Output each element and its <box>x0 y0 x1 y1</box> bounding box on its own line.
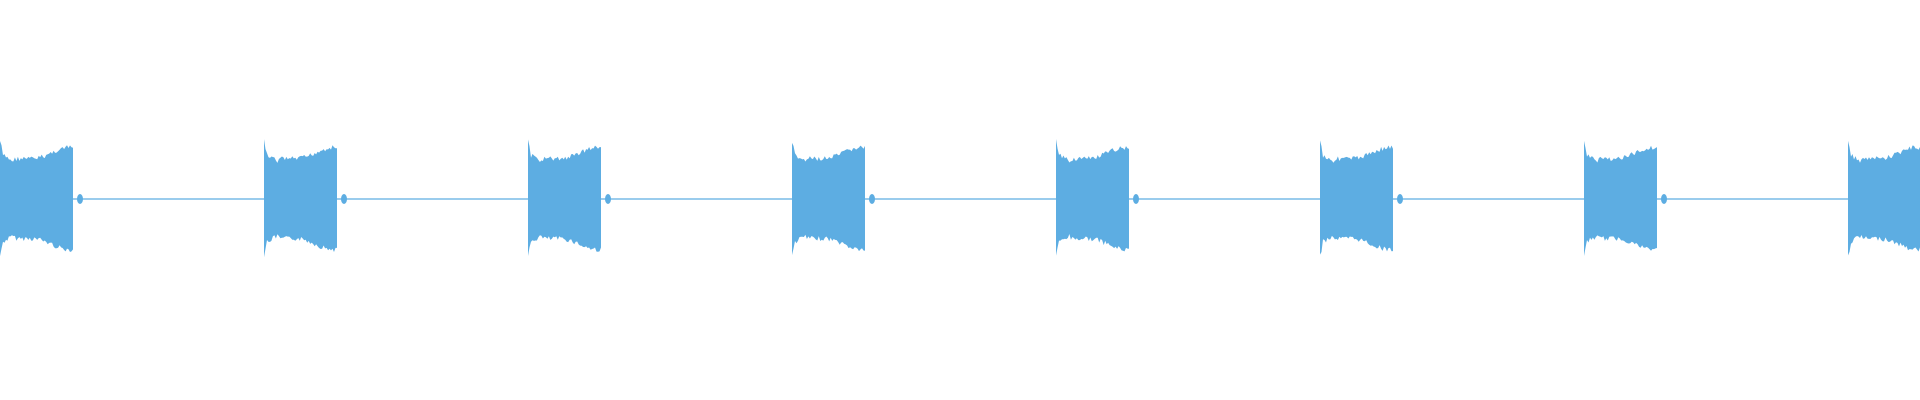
waveform-burst <box>1584 140 1657 256</box>
waveform-burst <box>792 142 865 256</box>
waveform-tail-blip <box>1397 194 1403 204</box>
waveform-tail-blip <box>341 194 347 204</box>
waveform-tail-blip <box>605 194 611 204</box>
waveform-tail-blip <box>77 194 83 204</box>
waveform-burst <box>0 141 73 257</box>
waveform-tail-blip <box>1133 194 1139 204</box>
waveform-burst <box>1320 140 1393 255</box>
waveform-bursts <box>0 139 1920 258</box>
waveform-burst <box>1848 140 1920 256</box>
waveform-tail-blip <box>1661 194 1667 204</box>
waveform-tail-blip <box>869 194 875 204</box>
waveform-burst <box>1056 139 1129 256</box>
waveform-burst <box>528 139 601 256</box>
waveform-burst <box>264 139 337 258</box>
